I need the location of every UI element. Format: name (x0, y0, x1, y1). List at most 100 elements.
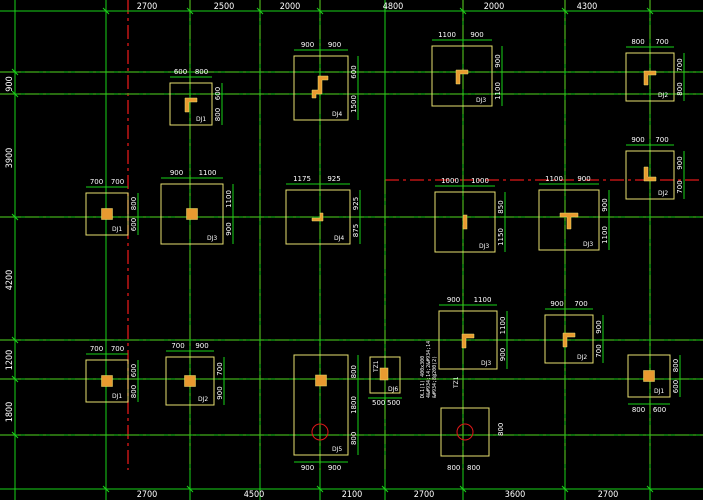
top-dim-3: 2000 (280, 2, 301, 12)
footing-label: DJ2 (658, 190, 668, 197)
left-dim-4: 1200 (5, 350, 15, 371)
footing-side-dim: 600 (350, 65, 358, 78)
footing-top-dim: 1100 (474, 296, 492, 304)
beam-note-2: 4&#934;14;2&#934;14 (426, 341, 432, 398)
footing-side-dim: 800 (130, 197, 138, 210)
footing-top-dim: 1100 (438, 31, 456, 39)
column (184, 97, 198, 113)
bottom-dimensions: 2700 4500 2100 2700 3600 2700 (137, 490, 619, 500)
footing-outline (293, 55, 349, 121)
footing-side-dim: 700 (676, 58, 684, 71)
left-dim-5: 1800 (5, 402, 15, 423)
footing-side-dim: 1100 (601, 226, 609, 244)
footing-top-dim: 700 (655, 38, 668, 46)
footing-top-dim: 1000 (471, 177, 489, 185)
footing-side-dim: 600 (214, 87, 222, 100)
footing-side-dim: 900 (601, 198, 609, 211)
footing-top-dim: 800 (631, 38, 644, 46)
bottom-dim-1: 2700 (137, 490, 158, 500)
footing-side-dim: 1100 (499, 317, 507, 335)
left-dim-1: 900 (5, 76, 15, 91)
footing-side-dim: 1100 (494, 82, 502, 100)
top-dim-5: 2000 (484, 2, 505, 12)
footing-outline (165, 356, 215, 406)
footing-label: DJ3 (481, 360, 491, 367)
column-dj6 (379, 367, 389, 381)
top-dim-1: 2700 (137, 2, 158, 12)
left-dim-2: 3900 (5, 148, 15, 169)
footing-label: DJ1 (112, 393, 122, 400)
footing-top-dim: 900 (470, 31, 483, 39)
column (311, 212, 324, 222)
footing-side-dim: 900 (216, 386, 224, 399)
footing-label: DJ3 (583, 241, 593, 248)
footing-outline (544, 314, 594, 364)
footing-label: DJ2 (658, 92, 668, 99)
footing-bottom-dim: 600 (653, 406, 666, 414)
footing-side-dim: 700 (676, 180, 684, 193)
footing-side-dim: 600 (130, 218, 138, 231)
bottom-dim-4: 2700 (414, 490, 435, 500)
bottom-dim-5: 3600 (505, 490, 526, 500)
footing-bottom-dim: 800 (632, 406, 645, 414)
c-side-dim: 800 (497, 423, 505, 436)
footing-top-dim: 900 (301, 41, 314, 49)
column (643, 70, 657, 86)
bottom-dim-3: 2100 (342, 490, 363, 500)
footing-side-dim: 900 (676, 156, 684, 169)
footing-outline (538, 189, 600, 251)
footing-label: DJ5 (332, 446, 342, 453)
footing-side-dim: 800 (350, 365, 358, 378)
footing-top-dim: 925 (327, 175, 340, 183)
footing-side-dim: 925 (352, 197, 360, 210)
footing-side-dim: 1100 (225, 190, 233, 208)
column (101, 208, 113, 220)
bottom-dim-group: 800 600 (628, 403, 670, 414)
footing-top-dim: 700 (655, 136, 668, 144)
dj6-bottom-dim-1: 500 (372, 399, 385, 407)
footing-outline (285, 189, 351, 245)
footing-side-dim: 800 (214, 108, 222, 121)
column (311, 75, 329, 99)
beam-note-1: DL1(1) 400x300 (420, 356, 426, 398)
footing-label: DJ2 (198, 396, 208, 403)
column (455, 69, 469, 85)
footing-outline (169, 82, 213, 126)
footing-side-dim: 800 (672, 359, 680, 372)
top-dim-6: 4300 (577, 2, 598, 12)
footing-side-dim: 800 (130, 385, 138, 398)
footing-dj6-label: DJ6 (388, 386, 398, 393)
footing-outline (293, 354, 349, 456)
footing-top-dim: 1175 (293, 175, 311, 183)
footing-bottom-dim: 900 (328, 464, 341, 472)
footing-label: DJ3 (479, 243, 489, 250)
footing-label: DJ2 (577, 354, 587, 361)
c-bottom-dim-1: 800 (447, 464, 460, 472)
top-dimensions: 2700 2500 2000 4800 2000 4300 (137, 2, 598, 12)
top-dim-2: 2500 (214, 2, 235, 12)
footing-top-dim: 700 (171, 342, 184, 350)
footing-side-dim: 800 (676, 82, 684, 95)
column (559, 212, 579, 230)
top-dim-4: 4800 (383, 2, 404, 12)
footing-label: DJ1 (654, 388, 664, 395)
footing-side-dim: 850 (497, 200, 505, 213)
footing-top-dim: 900 (550, 300, 563, 308)
footing-side-dim: 800 (350, 432, 358, 445)
column (101, 375, 113, 387)
footing-outline (434, 191, 496, 253)
footing-top-dim: 1100 (545, 175, 563, 183)
dj6-bottom-dim-2: 500 (387, 399, 400, 407)
footing-label: DJ1 (112, 226, 122, 233)
footing-outline (431, 45, 493, 107)
